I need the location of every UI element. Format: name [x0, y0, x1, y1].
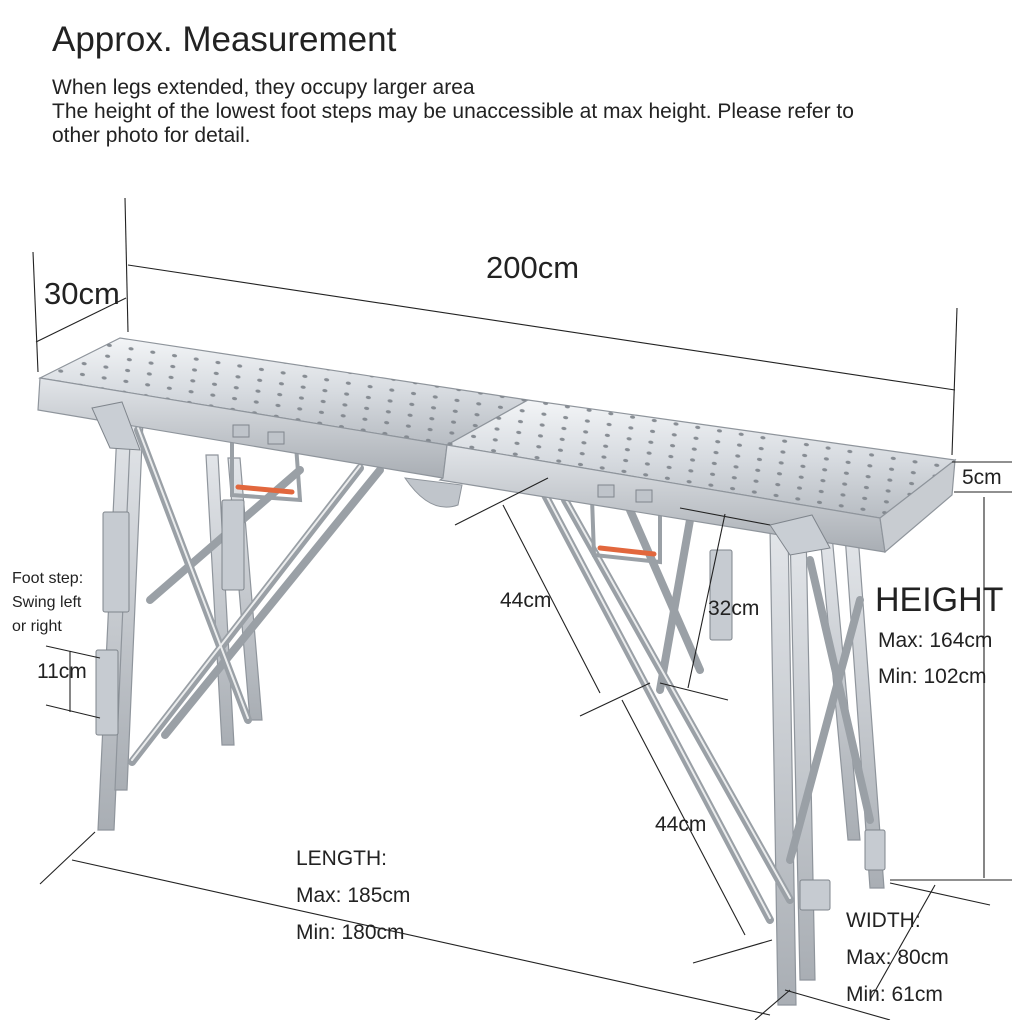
- depth-ext-right: [124, 197, 129, 333]
- width-heading: WIDTH:: [846, 909, 921, 932]
- length-min: Min: 180cm: [296, 921, 405, 944]
- top-length-ext-right: [951, 307, 958, 456]
- top-length-dim-line: [127, 264, 956, 391]
- length-block: LENGTH: Max: 185cm Min: 180cm: [296, 840, 410, 951]
- length-heading: LENGTH:: [296, 847, 388, 870]
- height-heading: HEIGHT: [875, 581, 1004, 619]
- hinge-gap-label: 32cm: [708, 597, 760, 620]
- height-values: Max: 164cm Min: 102cm: [878, 623, 992, 695]
- depth-dim-line: [35, 297, 127, 343]
- notes-block: When legs extended, they occupy larger a…: [52, 76, 992, 148]
- work-platform: [37, 337, 957, 556]
- handle-grips: [235, 484, 657, 557]
- height-min: Min: 102cm: [878, 665, 987, 688]
- foot-step-note: Foot step: Swing left or right: [12, 570, 84, 635]
- dimension-lines: [32, 197, 1012, 1020]
- width-max: Max: 80cm: [846, 946, 949, 969]
- left-rear-leg: [205, 454, 235, 746]
- width-min: Min: 61cm: [846, 983, 943, 1006]
- foot-step-brackets: [95, 499, 886, 911]
- note-line: other photo for detail.: [52, 124, 251, 147]
- page-title: Approx. Measurement: [52, 20, 397, 59]
- center-hinge: [403, 477, 463, 508]
- brace-lower-label: 44cm: [655, 813, 707, 836]
- fold-handles: [230, 440, 662, 565]
- length-max: Max: 185cm: [296, 884, 411, 907]
- note-line: The height of the lowest foot steps may …: [52, 100, 854, 123]
- note-line: When legs extended, they occupy larger a…: [52, 76, 475, 99]
- height-max: Max: 164cm: [878, 629, 993, 652]
- thickness-label: 5cm: [962, 466, 1002, 489]
- brace-upper-label: 44cm: [500, 589, 552, 612]
- top-length-label: 200cm: [486, 250, 580, 285]
- foot-step-height-label: 11cm: [37, 660, 87, 683]
- depth-ext-left: [32, 251, 39, 373]
- width-block: WIDTH: Max: 80cm Min: 61cm: [846, 902, 949, 1013]
- depth-label: 30cm: [44, 276, 120, 311]
